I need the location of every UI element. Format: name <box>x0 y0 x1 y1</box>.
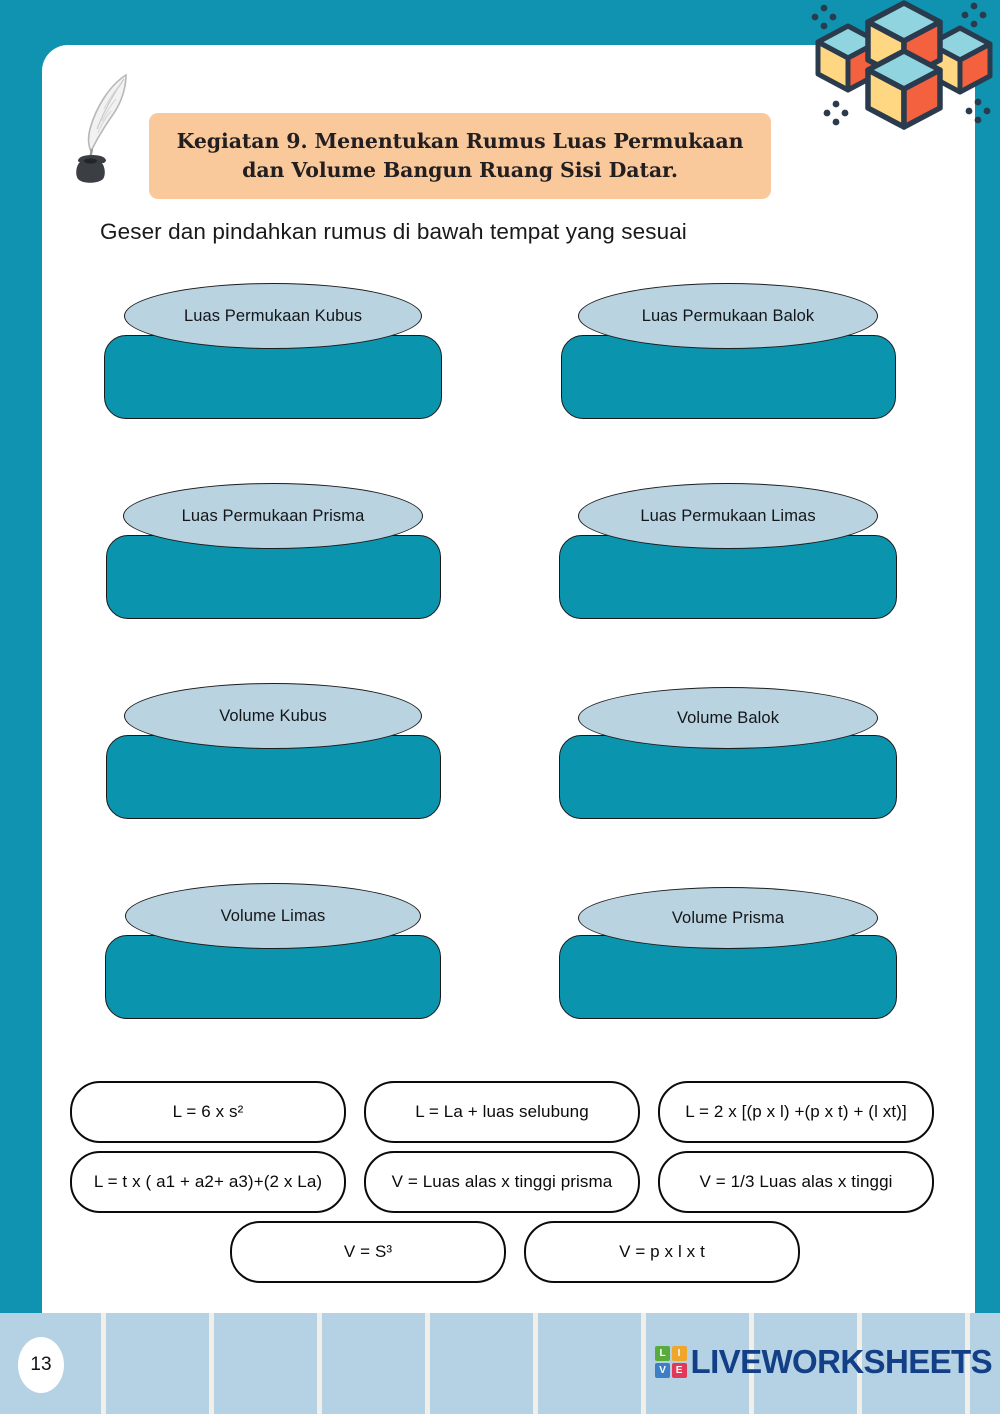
dot-cluster-left <box>811 4 837 30</box>
page-footer: 13 L I V E LIVEWORKSHEETS <box>0 1313 1000 1414</box>
formula-chip[interactable]: V = 1/3 Luas alas x tinggi <box>658 1151 934 1213</box>
label-pill[interactable]: Volume Balok <box>578 687 878 749</box>
formula-chip[interactable]: L = 6 x s² <box>70 1081 346 1143</box>
page-title: Kegiatan 9. Menentukan Rumus Luas Permuk… <box>176 128 744 182</box>
formula-row-3: V = S³ V = p x l x t <box>70 1221 960 1283</box>
dropzone[interactable] <box>559 535 897 619</box>
target-row-4: Volume Limas Volume Prisma <box>42 883 975 1083</box>
pill-label: Luas Permukaan Kubus <box>183 306 363 325</box>
formula-chip[interactable]: L = 2 x [(p x l) +(p x t) + (l xt)] <box>658 1081 934 1143</box>
target-slot-volume-kubus: Volume Kubus <box>104 683 442 819</box>
target-slot-volume-balok: Volume Balok <box>559 687 897 819</box>
label-pill[interactable]: Luas Permukaan Balok <box>578 283 878 349</box>
footer-divider <box>857 1313 862 1414</box>
footer-divider <box>425 1313 430 1414</box>
pill-label: Volume Prisma <box>671 908 785 927</box>
target-slot-luas-permukaan-balok: Luas Permukaan Balok <box>559 283 897 419</box>
logo-tile-e: E <box>671 1362 687 1378</box>
dropzone[interactable] <box>105 735 441 819</box>
dot-cluster-right <box>961 2 987 28</box>
dropzone[interactable] <box>104 335 442 419</box>
formula-chip[interactable]: V = S³ <box>230 1221 506 1283</box>
target-slot-volume-limas: Volume Limas <box>104 883 442 1019</box>
worksheet-header: Kegiatan 9. Menentukan Rumus Luas Permuk… <box>66 59 786 199</box>
logo-tiles: L I V E <box>655 1346 687 1378</box>
target-row-2: Luas Permukaan Prisma Luas Permukaan Lim… <box>42 483 975 683</box>
label-pill[interactable]: Volume Prisma <box>578 887 878 949</box>
target-row-1: Luas Permukaan Kubus Luas Permukaan Balo… <box>42 283 975 483</box>
quill-and-inkpot-icon <box>66 67 138 185</box>
drag-target-grid: Luas Permukaan Kubus Luas Permukaan Balo… <box>42 283 975 1083</box>
target-slot-luas-permukaan-limas: Luas Permukaan Limas <box>559 483 897 619</box>
target-slot-luas-permukaan-prisma: Luas Permukaan Prisma <box>104 483 442 619</box>
dropzone[interactable] <box>105 935 441 1019</box>
instruction-text: Geser dan pindahkan rumus di bawah tempa… <box>100 219 687 244</box>
target-slot-luas-permukaan-kubus: Luas Permukaan Kubus <box>104 283 442 419</box>
pill-label: Luas Permukaan Balok <box>641 306 815 325</box>
liveworksheets-logo: L I V E LIVEWORKSHEETS <box>655 1343 993 1381</box>
footer-divider <box>965 1313 970 1414</box>
formula-row-1: L = 6 x s² L = La + luas selubung L = 2 … <box>70 1081 960 1143</box>
pill-label: Volume Kubus <box>219 706 327 725</box>
label-pill[interactable]: Luas Permukaan Prisma <box>123 483 423 549</box>
target-row-3: Volume Kubus Volume Balok <box>42 683 975 883</box>
logo-tile-i: I <box>671 1346 687 1362</box>
formula-chip[interactable]: L = La + luas selubung <box>364 1081 640 1143</box>
footer-divider <box>101 1313 106 1414</box>
footer-divider <box>209 1313 214 1414</box>
footer-divider <box>317 1313 322 1414</box>
label-pill[interactable]: Luas Permukaan Kubus <box>124 283 422 349</box>
footer-divider <box>641 1313 646 1414</box>
formula-chip[interactable]: V = Luas alas x tinggi prisma <box>364 1151 640 1213</box>
page-number: 13 <box>18 1337 64 1393</box>
pill-label: Luas Permukaan Limas <box>640 506 816 525</box>
footer-divider <box>533 1313 538 1414</box>
pill-label: Volume Balok <box>676 708 780 727</box>
dropzone[interactable] <box>105 535 441 619</box>
pill-label: Luas Permukaan Prisma <box>181 506 365 525</box>
worksheet-card: Kegiatan 9. Menentukan Rumus Luas Permuk… <box>42 45 975 1313</box>
label-pill[interactable]: Volume Kubus <box>124 683 422 749</box>
formula-chip[interactable]: V = p x l x t <box>524 1221 800 1283</box>
formula-chip[interactable]: L = t x ( a1 + a2+ a3)+(2 x La) <box>70 1151 346 1213</box>
logo-wordmark: LIVEWORKSHEETS <box>690 1343 993 1380</box>
label-pill[interactable]: Luas Permukaan Limas <box>578 483 878 549</box>
activity-title-banner: Kegiatan 9. Menentukan Rumus Luas Permuk… <box>149 113 771 199</box>
logo-tile-v: V <box>655 1362 671 1378</box>
pill-label: Volume Limas <box>220 906 326 925</box>
dropzone[interactable] <box>560 335 896 419</box>
target-slot-volume-prisma: Volume Prisma <box>559 887 897 1019</box>
formula-bank: L = 6 x s² L = La + luas selubung L = 2 … <box>70 1081 960 1291</box>
footer-divider <box>749 1313 754 1414</box>
logo-tile-l: L <box>655 1346 671 1362</box>
label-pill[interactable]: Volume Limas <box>125 883 421 949</box>
formula-row-2: L = t x ( a1 + a2+ a3)+(2 x La) V = Luas… <box>70 1151 960 1213</box>
